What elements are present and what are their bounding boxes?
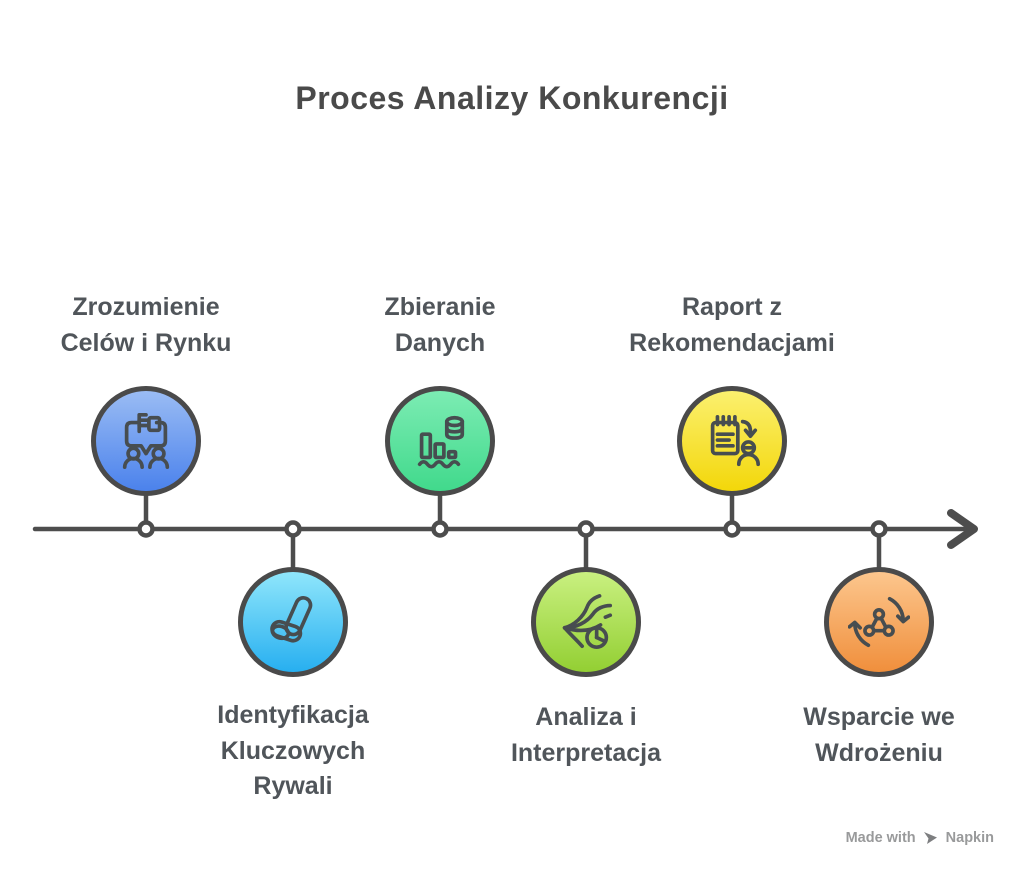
node-circle-5 — [531, 567, 641, 677]
node-circle-4 — [238, 567, 348, 677]
flow-streams-pie-chart-icon — [562, 594, 613, 650]
cycle-arrows-network-triangle-icon — [848, 596, 910, 648]
node-circle-6 — [824, 567, 934, 677]
node-circle-3 — [677, 386, 787, 496]
node-circle-2 — [385, 386, 495, 496]
node-label-6: Wsparcie we Wdrożeniu — [803, 703, 955, 767]
speech-bubble-thumbs-up-people-icon — [122, 413, 170, 469]
watermark: Made with Napkin — [846, 830, 994, 846]
node-label-2: Zbieranie Danych — [384, 293, 496, 357]
node-label-4: Identyfikacja Kluczowych Rywali — [217, 701, 369, 800]
connector-dot-4 — [284, 520, 302, 538]
napkin-pennant-icon — [923, 831, 937, 844]
page-title: Proces Analizy Konkurencji — [295, 80, 729, 116]
connector-dot-3 — [723, 520, 741, 538]
notepad-arrow-person-icon — [710, 414, 760, 467]
bar-chart-database-wave-icon — [417, 415, 465, 469]
capsule-checkmark-icon — [270, 596, 313, 643]
connector-dot-6 — [870, 520, 888, 538]
node-circle-1 — [91, 386, 201, 496]
connector-dot-1 — [137, 520, 155, 538]
arrowhead-icon — [947, 509, 978, 549]
node-label-5: Analiza i Interpretacja — [510, 703, 662, 767]
connector-dot-2 — [431, 520, 449, 538]
watermark-prefix: Made with — [845, 830, 916, 846]
watermark-brand: Napkin — [945, 830, 994, 846]
node-label-3: Raport z Rekomendacjami — [629, 293, 835, 357]
node-label-1: Zrozumienie Celów i Rynku — [60, 293, 232, 357]
connector-dot-5 — [577, 520, 595, 538]
